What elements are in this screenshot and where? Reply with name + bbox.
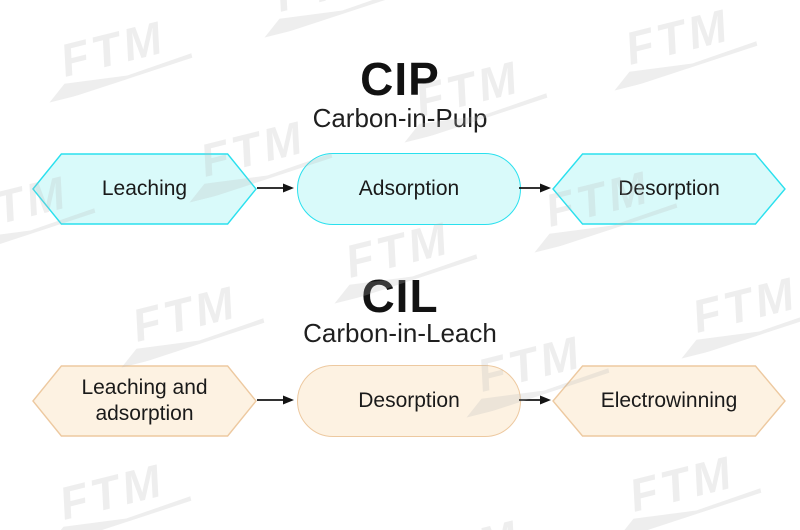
watermark-ftm-logo: FTM [604,445,763,530]
node-desorption-cip: Desorption [552,153,786,225]
hexagon-shape [32,153,257,225]
arrow-right-icon [519,395,551,405]
node-label: Adsorption [358,177,460,200]
node-label: Leaching and adsorption [81,376,208,425]
node-adsorption: Adsorption [297,153,521,225]
node-label: Leaching [101,177,188,200]
node-leaching: Leaching [32,153,257,225]
hexagon-shape [32,365,257,437]
cip-title: CIP [360,53,440,105]
watermark-ftm-logo: FTM [390,509,549,530]
node-label: Desorption [358,389,460,412]
node-label: Desorption [618,177,720,200]
watermark-ftm-logo: FTM [34,453,193,530]
arrow-right-icon [257,183,294,193]
cil-title: CIL [361,270,439,322]
node-leaching-and-adsorption: Leaching and adsorption [32,365,257,437]
watermark-ftm-logo: FTM [250,0,409,38]
hexagon-shape [552,153,786,225]
node-electrowinning: Electrowinning [552,365,786,437]
cip-subtitle: Carbon-in-Pulp [312,103,488,133]
arrow-right-icon [257,395,294,405]
hexagon-shape [552,365,786,437]
node-label: Electrowinning [600,389,738,412]
cil-subtitle: Carbon-in-Leach [303,318,497,348]
arrow-right-icon [519,183,551,193]
node-desorption-cil: Desorption [297,365,521,437]
